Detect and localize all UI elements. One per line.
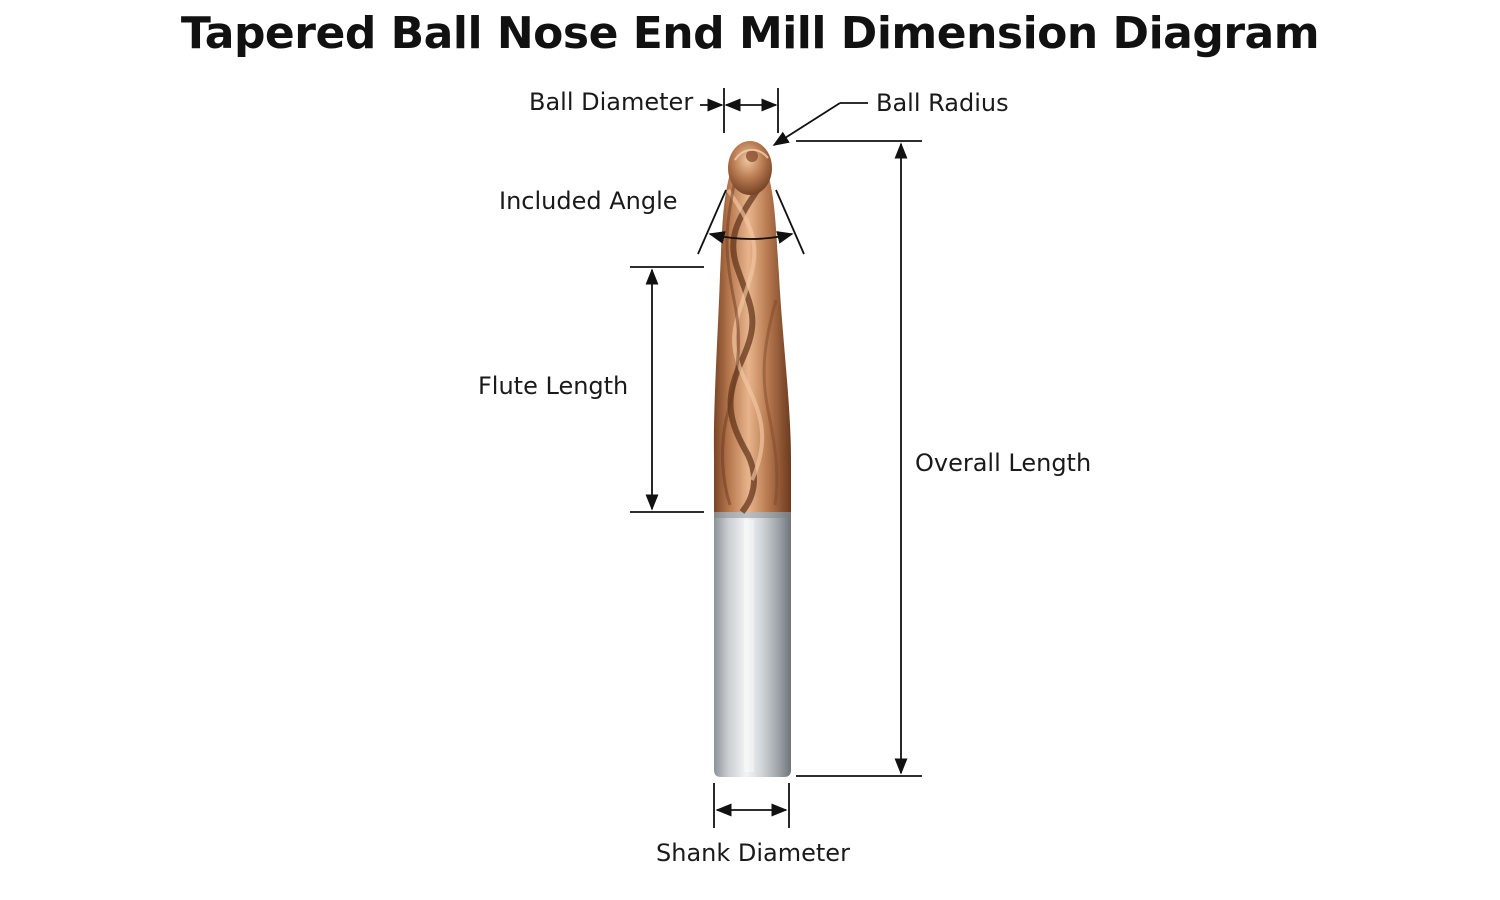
overall-length-label: Overall Length [915,449,1092,477]
included-angle-dimension [697,189,805,255]
overall-length-dimension [796,140,922,777]
end-mill-tool [713,141,791,777]
ball-radius-label: Ball Radius [876,89,1009,117]
flute-length-label: Flute Length [478,372,629,400]
page-title: Tapered Ball Nose End Mill Dimension Dia… [180,8,1320,59]
shank [714,512,791,777]
included-angle-label: Included Angle [499,187,678,215]
flute-length-dimension [630,266,704,513]
ball-nose [728,141,772,195]
ball-diameter-label: Ball Diameter [529,88,694,116]
ball-radius-leader [772,102,868,146]
fluted-section [713,170,791,514]
shank-diameter-dimension [713,783,790,828]
shank-diameter-label: Shank Diameter [656,839,850,867]
ball-diameter-dimension [700,88,779,133]
